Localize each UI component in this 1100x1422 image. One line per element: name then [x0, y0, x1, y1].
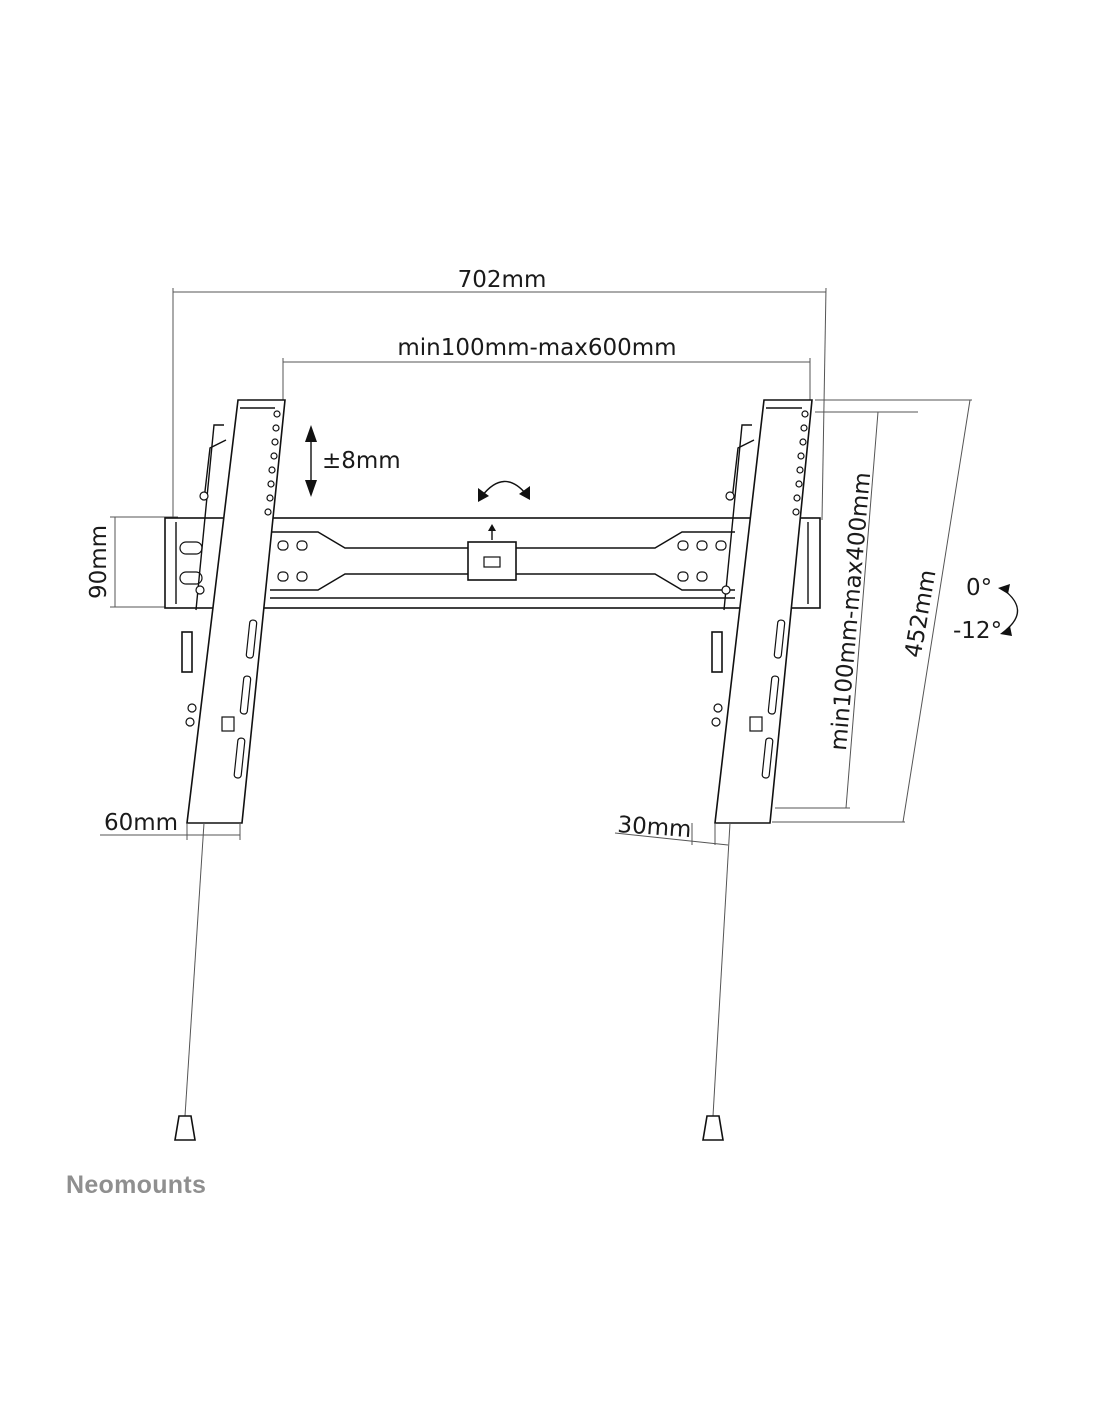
left-bracket: [181, 399, 286, 824]
vesa-height-label: min100mm-max400mm: [826, 471, 876, 751]
left-bracket-holes: [264, 410, 281, 516]
safety-cord-left: [174, 822, 205, 1141]
depth-max-label: 30mm: [617, 812, 693, 843]
tilt-arrow-icon: [1003, 589, 1019, 631]
tilt-top-label: 0°: [966, 575, 992, 601]
height-adjust-arrow: ±8mm: [305, 425, 401, 497]
overall-width-label: 702mm: [458, 267, 547, 293]
brand-logo: Neomounts: [66, 1171, 206, 1199]
cord-weight-icon: [174, 1115, 196, 1141]
plate-height-dimension: 90mm: [86, 516, 178, 608]
rotation-arrow-icon: [478, 480, 530, 502]
plate-slot: [179, 571, 203, 585]
tilt-indicator: 0° -12°: [953, 575, 1019, 644]
plate-slot: [179, 541, 203, 555]
depth-max-dimension: 30mm: [614, 812, 729, 846]
wall-plate: [164, 517, 821, 609]
depth-min-dimension: 60mm: [100, 810, 241, 840]
bracket-height-label: 452mm: [901, 568, 942, 660]
right-bracket: [711, 399, 813, 824]
plate-height-label: 90mm: [86, 525, 112, 599]
safety-cord-right: [702, 822, 731, 1141]
cord-weight-icon: [702, 1115, 724, 1141]
vesa-width-dimension: min100mm-max600mm: [282, 335, 811, 405]
depth-min-label: 60mm: [104, 810, 178, 836]
vesa-width-label: min100mm-max600mm: [397, 335, 676, 361]
height-adjust-label: ±8mm: [322, 448, 401, 474]
overall-width-dimension: 702mm: [172, 267, 827, 521]
right-bracket-holes: [792, 410, 809, 516]
tilt-bottom-label: -12°: [953, 618, 1002, 644]
